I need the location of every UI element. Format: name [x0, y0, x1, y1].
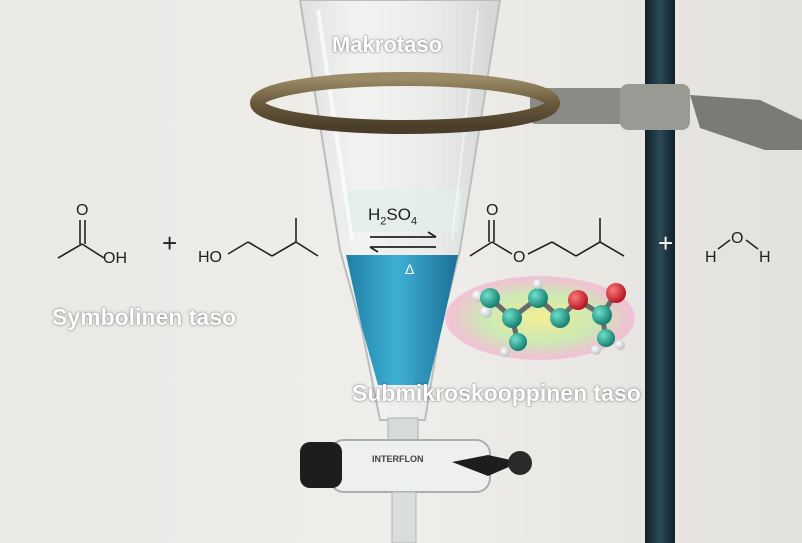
- stopcock-label: INTERFLON: [372, 454, 424, 464]
- catalyst-h: H: [368, 205, 381, 224]
- acid-carbonyl-o: O: [76, 202, 88, 219]
- acid-hydroxyl: OH: [103, 250, 127, 267]
- ester-carbonyl-o: O: [486, 202, 498, 219]
- plus-sign-reactants: +: [162, 228, 178, 258]
- catalyst-sub-2: 2: [380, 215, 387, 228]
- clamp-boss: [620, 84, 690, 130]
- acetic-acid-structure: [57, 220, 105, 259]
- macro-level-label: Makrotaso: [332, 32, 443, 57]
- water-h1: H: [705, 249, 717, 266]
- support-ring: [250, 72, 560, 134]
- molecule-atoms: [472, 279, 626, 357]
- isoamyl-alcohol-structure: [227, 218, 319, 257]
- alcohol-hydroxyl: HO: [198, 249, 222, 266]
- blue-solution: [346, 255, 458, 385]
- water-o: O: [731, 230, 743, 247]
- stopcock-cap: [300, 442, 342, 488]
- catalyst-sub-4: 4: [410, 215, 418, 228]
- heat-symbol: Δ: [405, 261, 415, 277]
- symbolic-level-label: Symbolinen taso: [52, 304, 237, 330]
- isoamyl-acetate-structure: [469, 218, 625, 257]
- clamp-thumbscrew: [690, 95, 802, 150]
- organic-layer: [342, 190, 462, 232]
- stopcock-handle: [452, 455, 520, 476]
- catalyst-so: SO: [386, 205, 411, 224]
- water-bonds: [717, 239, 759, 250]
- plus-sign-products: +: [658, 228, 674, 258]
- ester-link-o: O: [513, 249, 525, 266]
- stand-rod: [645, 0, 675, 543]
- submicroscopic-level-label: Submikroskooppinen taso: [352, 380, 641, 406]
- equilibrium-arrows: [369, 231, 437, 253]
- catalyst-formula: H2SO4: [368, 205, 417, 227]
- water-h2: H: [759, 249, 771, 266]
